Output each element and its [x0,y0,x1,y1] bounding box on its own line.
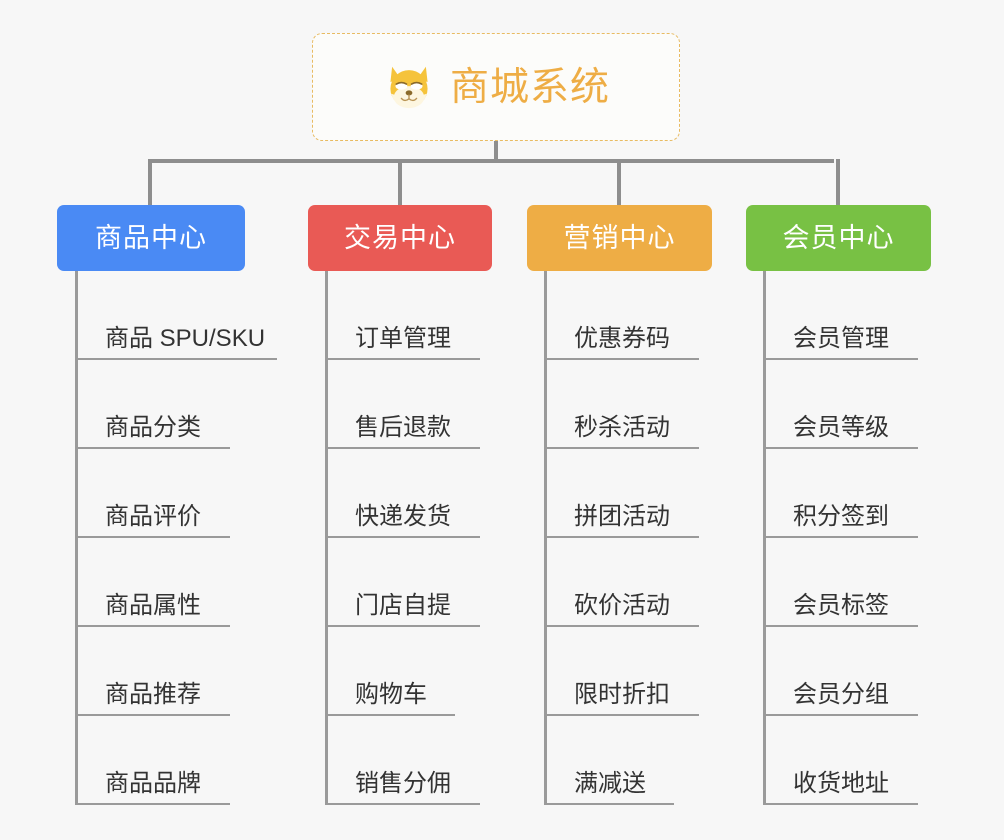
category-box-1[interactable]: 交易中心 [308,205,492,271]
connector-drop-0 [148,159,152,205]
leaf-item[interactable]: 会员等级 [763,360,918,449]
leaf-item[interactable]: 拼团活动 [544,449,699,538]
leaf-item[interactable]: 会员分组 [763,627,918,716]
leaf-item-label: 收货地址 [793,770,889,798]
leaf-item-label: 商品 SPU/SKU [105,325,266,353]
leaf-item[interactable]: 商品推荐 [75,627,230,716]
leaf-item-label: 商品属性 [105,592,201,620]
leaf-item[interactable]: 销售分佣 [325,716,480,805]
shiba-dog-face-icon [390,66,428,109]
leaf-spine [544,271,547,805]
leaf-item-label: 售后退款 [355,414,451,442]
leaf-item[interactable]: 商品 SPU/SKU [75,271,277,360]
leaf-item[interactable]: 快递发货 [325,449,480,538]
leaf-item-label: 商品评价 [105,503,201,531]
leaf-item-label: 积分签到 [793,503,889,531]
root-title: 商城系统 [449,65,610,109]
leaf-item[interactable]: 优惠券码 [544,271,699,360]
leaf-item-label: 购物车 [355,681,427,709]
leaf-item[interactable]: 限时折扣 [544,627,699,716]
leaf-item-label: 门店自提 [355,592,451,620]
leaf-item-label: 满减送 [574,770,646,798]
connector-drop-3 [836,159,840,205]
connector-drop-1 [398,159,402,205]
leaf-item[interactable]: 商品分类 [75,360,230,449]
leaf-item[interactable]: 购物车 [325,627,455,716]
leaf-item[interactable]: 商品属性 [75,538,230,627]
leaf-item-label: 砍价活动 [574,592,670,620]
category-label: 营销中心 [563,222,676,253]
leaf-item[interactable]: 门店自提 [325,538,480,627]
leaf-item[interactable]: 会员标签 [763,538,918,627]
leaf-spine [763,271,766,805]
leaf-item-label: 限时折扣 [574,681,670,709]
leaf-spine [325,271,328,805]
category-box-3[interactable]: 会员中心 [746,205,931,271]
root-node-商城系统[interactable]: 商城系统 [312,33,680,141]
leaf-item[interactable]: 秒杀活动 [544,360,699,449]
leaf-item-label: 优惠券码 [574,325,670,353]
leaf-item[interactable]: 订单管理 [325,271,480,360]
leaf-item[interactable]: 会员管理 [763,271,918,360]
leaf-item-label: 会员等级 [793,414,889,442]
leaf-item-label: 会员标签 [793,592,889,620]
leaf-item-label: 订单管理 [355,325,451,353]
category-box-2[interactable]: 营销中心 [527,205,712,271]
leaf-item-label: 销售分佣 [355,770,451,798]
connector-horizontal-bus [150,159,834,163]
leaf-item-label: 秒杀活动 [574,414,670,442]
leaf-item[interactable]: 积分签到 [763,449,918,538]
leaf-item[interactable]: 满减送 [544,716,674,805]
leaf-item[interactable]: 收货地址 [763,716,918,805]
leaf-item-label: 商品品牌 [105,770,201,798]
leaf-item-label: 商品推荐 [105,681,201,709]
leaf-item-label: 商品分类 [105,414,201,442]
category-box-0[interactable]: 商品中心 [57,205,245,271]
leaf-item[interactable]: 商品品牌 [75,716,230,805]
leaf-item-label: 快递发货 [355,503,451,531]
leaf-item[interactable]: 商品评价 [75,449,230,538]
leaf-item-label: 会员管理 [793,325,889,353]
leaf-item-label: 会员分组 [793,681,889,709]
leaf-item[interactable]: 售后退款 [325,360,480,449]
category-label: 商品中心 [95,222,207,253]
leaf-item[interactable]: 砍价活动 [544,538,699,627]
connector-drop-2 [617,159,621,205]
connector-root-stem [494,141,498,163]
category-label: 会员中心 [782,222,895,253]
leaf-spine [75,271,78,805]
category-label: 交易中心 [344,222,456,253]
leaf-item-label: 拼团活动 [574,503,670,531]
